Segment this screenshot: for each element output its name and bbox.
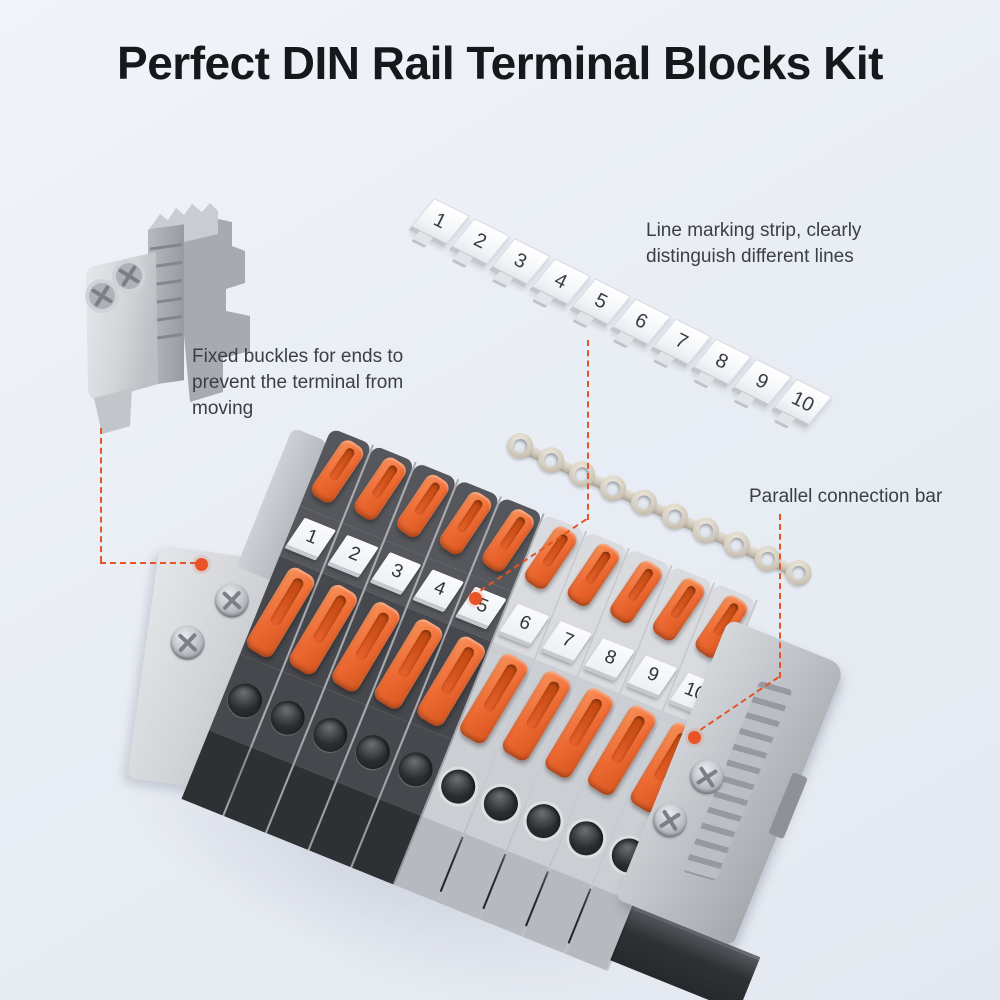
callout-fixed-buckle: Fixed buckles for ends to prevent the te… [192,346,404,420]
wire-hole [222,678,268,723]
terminal-number-tile: 4 [412,569,465,613]
terminal-number-tile: 1 [284,517,337,561]
wire-hole [436,764,481,809]
terminal-number-tile: 7 [540,620,593,665]
dash-line-buckle-vertical [100,428,102,562]
buckle-foot [94,388,132,434]
terminal-number-tile: 2 [326,534,379,578]
screw-icon [85,279,119,313]
bar-hole [781,555,816,591]
dash-line-strip-vertical [587,340,589,520]
terminal-number-tile: 8 [582,638,635,682]
wire-hole [265,695,310,740]
callout-marking-strip: Line marking strip, clearly distinguish … [646,220,862,268]
wire-hole [308,712,353,758]
terminal-number-tile: 6 [497,603,550,647]
screw-icon [684,754,730,800]
screw-icon [112,259,146,293]
wire-hole [478,781,524,826]
wire-hole [564,816,609,861]
screw-icon [647,798,693,843]
dash-dot-strip [469,592,482,605]
page-title: Perfect DIN Rail Terminal Blocks Kit [117,37,883,89]
wire-hole [350,730,396,775]
dash-dot-buckle [195,558,208,571]
dash-line-bar-vertical [779,514,781,678]
terminal-number-tile: 5 [454,586,507,630]
end-buckle-graphic [85,203,250,434]
terminal-number-tile: 9 [625,655,678,699]
buckle-rail-clip [176,218,250,402]
callout-parallel-bar: Parallel connection bar [749,486,943,507]
dash-dot-bar [688,731,701,744]
dash-line-buckle-horizontal [100,562,196,564]
wire-hole [521,798,566,844]
wire-hole [393,747,438,792]
terminal-number-tile: 3 [369,551,422,596]
